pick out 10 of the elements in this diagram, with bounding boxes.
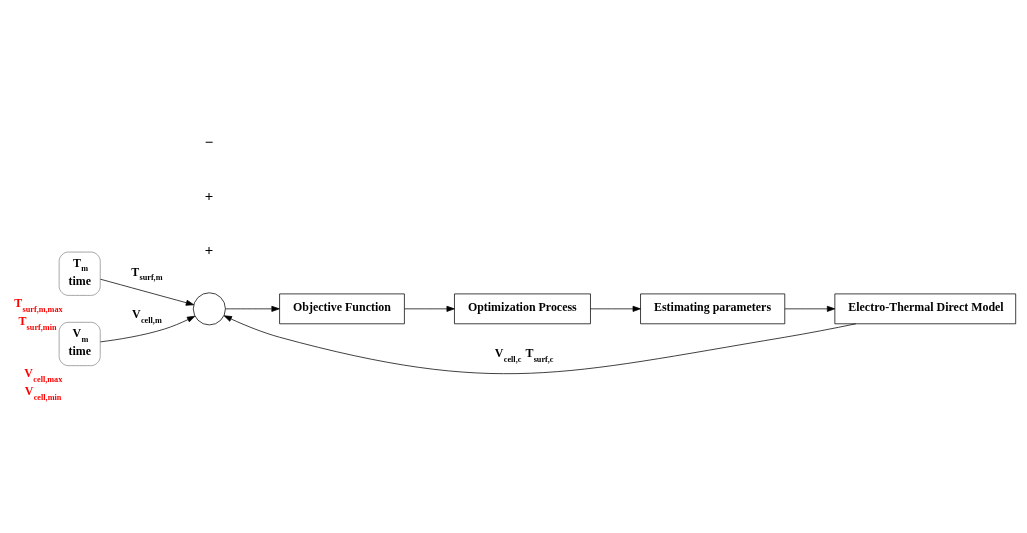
label: + <box>204 187 214 204</box>
node-label: V$_{cell,min}$ <box>24 383 62 402</box>
edge-label: V$_{cell,m}$ <box>132 306 162 325</box>
edge-label: V$_{cell,c}$ T$_{surf,c}$ <box>494 345 554 364</box>
label: − <box>204 133 214 150</box>
edge-label: T$_{surf,m}$ <box>131 264 163 282</box>
node-label: T$_{surf,min}$ <box>18 313 57 332</box>
node-label: V$_{cell,max}$ <box>24 365 63 384</box>
node-label: T$_{surf,m,max}$ <box>14 295 63 314</box>
label: + <box>204 241 214 258</box>
